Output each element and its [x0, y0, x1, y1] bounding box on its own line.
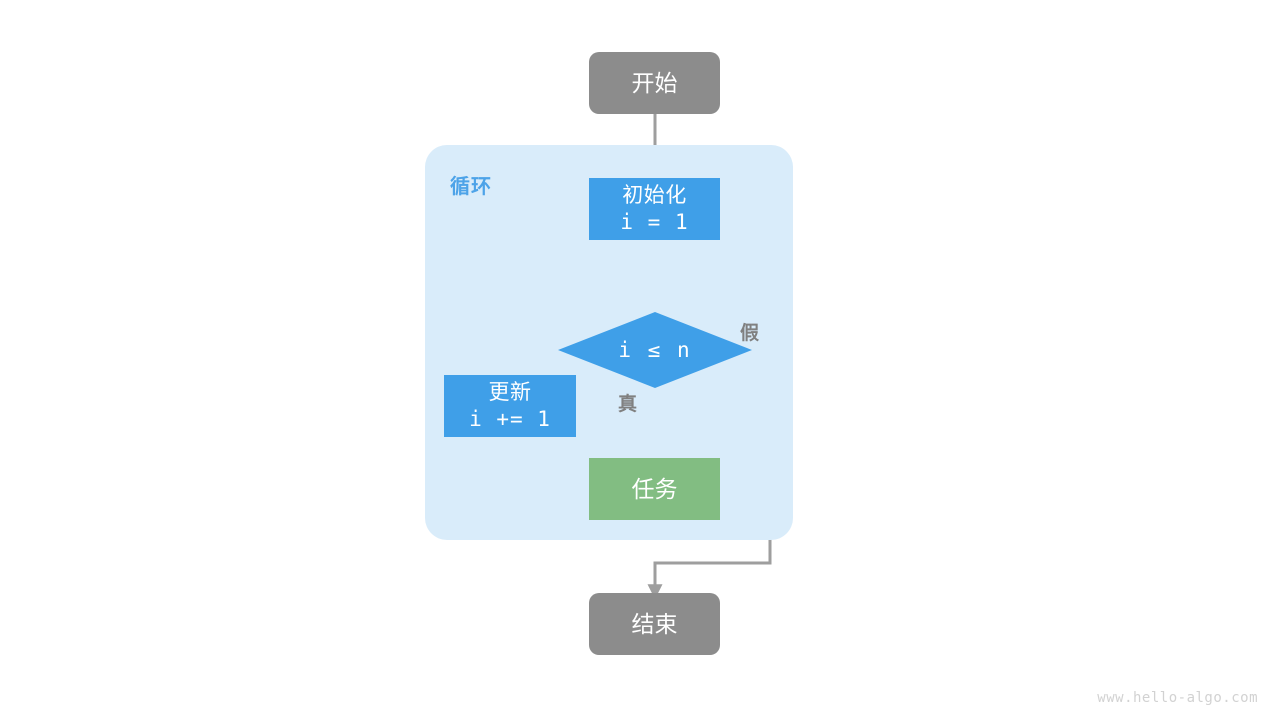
node-end[interactable]: 结束	[589, 593, 720, 655]
node-decision-label: i ≤ n	[618, 338, 692, 362]
node-init-code: i = 1	[620, 210, 689, 234]
node-task[interactable]: 任务	[589, 458, 720, 520]
node-update[interactable]: 更新 i += 1	[444, 375, 576, 437]
node-start[interactable]: 开始	[589, 52, 720, 114]
node-start-label: 开始	[631, 69, 678, 96]
watermark: www.hello-algo.com	[1097, 690, 1258, 706]
node-init[interactable]: 初始化 i = 1	[589, 178, 720, 240]
branch-label-false: 假	[740, 323, 760, 344]
node-task-label: 任务	[631, 475, 678, 502]
node-end-label: 结束	[631, 610, 678, 637]
node-update-label: 更新	[488, 380, 532, 404]
node-init-label: 初始化	[622, 183, 687, 207]
node-update-code: i += 1	[469, 407, 551, 431]
loop-label: 循环	[450, 176, 492, 198]
node-decision[interactable]: i ≤ n	[558, 312, 752, 388]
branch-label-true: 真	[618, 394, 638, 415]
